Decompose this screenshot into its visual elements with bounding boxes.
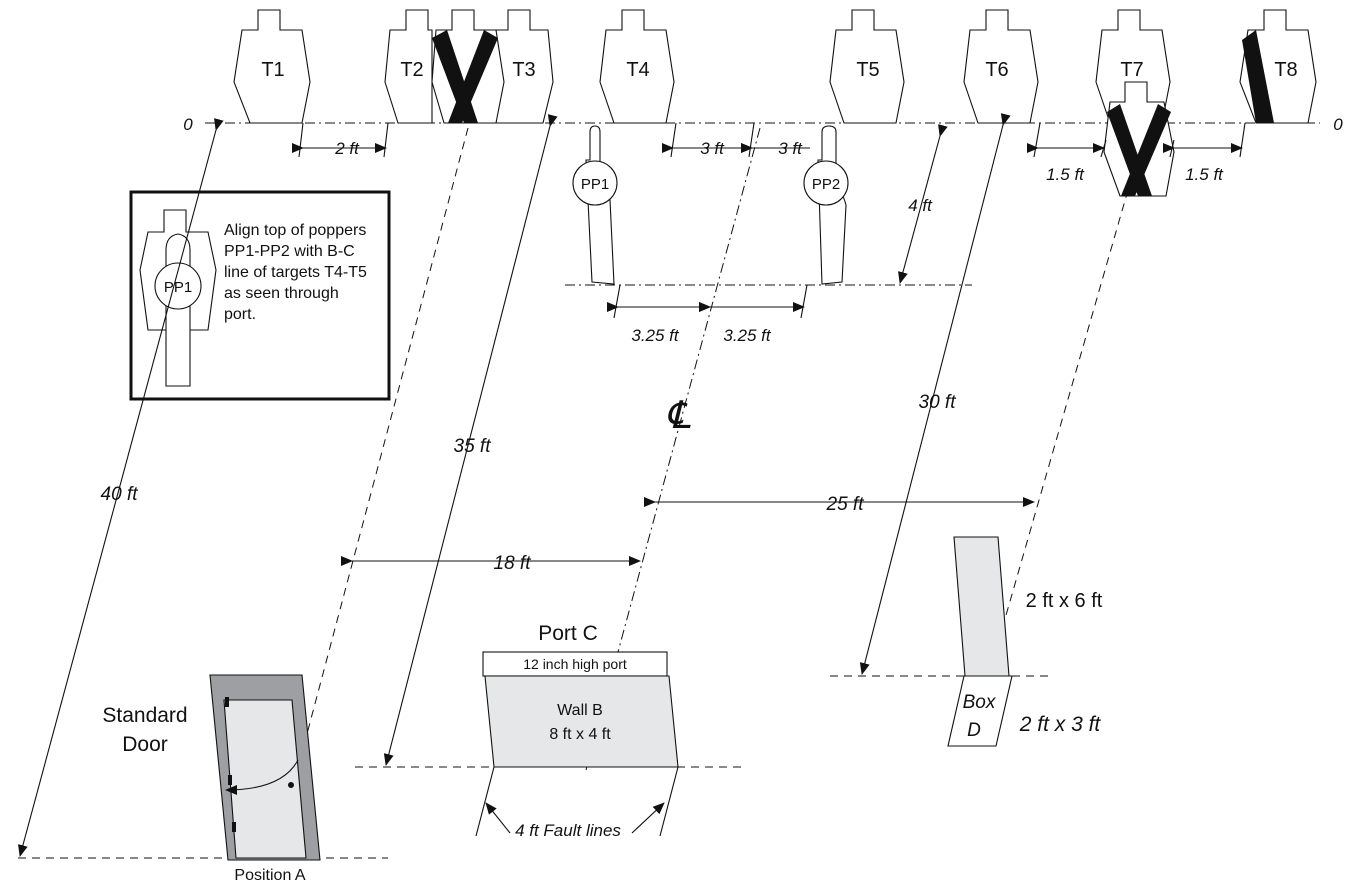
door-hinge-bottom <box>232 822 236 832</box>
wedge-t8 <box>1242 30 1274 123</box>
label-inset-pp1: PP1 <box>164 279 192 296</box>
popper-pp1-head <box>572 160 618 206</box>
box-d-tall <box>953 536 1010 677</box>
targets <box>233 9 1317 197</box>
label-2ft: 2 ft <box>334 139 360 158</box>
label-t3: T3 <box>512 59 535 81</box>
label-port-strip: 12 inch high port <box>523 656 627 672</box>
label-zero-right: 0 <box>1333 115 1343 134</box>
label-port-c: Port C <box>538 622 598 645</box>
label-4ft: 4 ft <box>908 196 933 215</box>
label-wall-b: Wall B <box>557 702 603 719</box>
target-t6 <box>963 9 1039 124</box>
label-30ft: 30 ft <box>919 392 957 413</box>
dimension-labels: 0 0 2 ft 3 ft 3 ft 4 ft 1.5 ft 1.5 ft 3.… <box>101 115 1344 840</box>
label-1-5ft-left: 1.5 ft <box>1046 165 1085 184</box>
label-box-base-size: 2 ft x 3 ft <box>1019 713 1102 736</box>
label-25ft: 25 ft <box>826 494 865 515</box>
label-t5: T5 <box>856 59 879 81</box>
popper-pp2-head <box>803 160 849 206</box>
label-door-2: Door <box>122 733 168 756</box>
door-swing-arrow <box>225 759 299 795</box>
centerline-symbol: ℄ <box>666 395 691 437</box>
label-t2: T2 <box>400 59 423 81</box>
label-position-a: Position A <box>234 867 305 884</box>
label-door-1: Standard <box>102 704 187 727</box>
label-3ft-right: 3 ft <box>778 139 803 158</box>
label-zero-left: 0 <box>183 115 193 134</box>
label-fault-lines: 4 ft Fault lines <box>515 821 621 840</box>
label-box-name-1: Box <box>963 692 997 713</box>
label-t6: T6 <box>985 59 1008 81</box>
target-t4 <box>599 9 675 124</box>
label-t7: T7 <box>1120 59 1143 81</box>
target-t3 <box>495 9 554 124</box>
label-3ft-left: 3 ft <box>700 139 725 158</box>
label-box-tall-size: 2 ft x 6 ft <box>1026 590 1103 612</box>
box-d <box>947 536 1013 747</box>
box-d-base <box>947 675 1013 747</box>
label-box-name-2: D <box>967 720 981 741</box>
hard-cover-wedges <box>432 30 1274 196</box>
target-labels: T1 T2 T3 T4 T5 T6 T7 T8 PP1 PP2 PP1 <box>164 59 1298 296</box>
label-wall-size: 8 ft x 4 ft <box>549 726 611 743</box>
wall-b-panel <box>484 675 679 768</box>
poppers <box>572 125 849 285</box>
door-handle <box>288 782 294 788</box>
label-1-5ft-right: 1.5 ft <box>1185 165 1224 184</box>
label-40ft: 40 ft <box>101 484 139 505</box>
standard-door <box>209 674 321 861</box>
label-pp2: PP2 <box>812 176 840 193</box>
label-3-25ft-left: 3.25 ft <box>631 326 680 345</box>
label-35ft: 35 ft <box>454 436 492 457</box>
inset-popper-body <box>165 233 191 387</box>
label-t1: T1 <box>261 59 284 81</box>
door-hinge-mid <box>228 775 232 785</box>
sightline-t7 <box>987 189 1129 679</box>
target-t1 <box>233 9 311 124</box>
door-leaf <box>223 699 307 859</box>
label-18ft: 18 ft <box>494 553 532 574</box>
label-3-25ft-right: 3.25 ft <box>723 326 772 345</box>
wedge-t2t3-right <box>448 30 498 123</box>
label-t4: T4 <box>626 59 649 81</box>
inset-note: Align top of poppers PP1-PP2 with B-C li… <box>224 222 367 323</box>
wedge-t7-right <box>1121 104 1171 196</box>
object-labels: Port C 12 inch high port Wall B 8 ft x 4… <box>102 590 1102 884</box>
door-hinge-top <box>225 697 229 707</box>
dimension-arrows <box>18 113 1246 857</box>
label-t8: T8 <box>1274 59 1297 81</box>
label-pp1: PP1 <box>581 176 609 193</box>
